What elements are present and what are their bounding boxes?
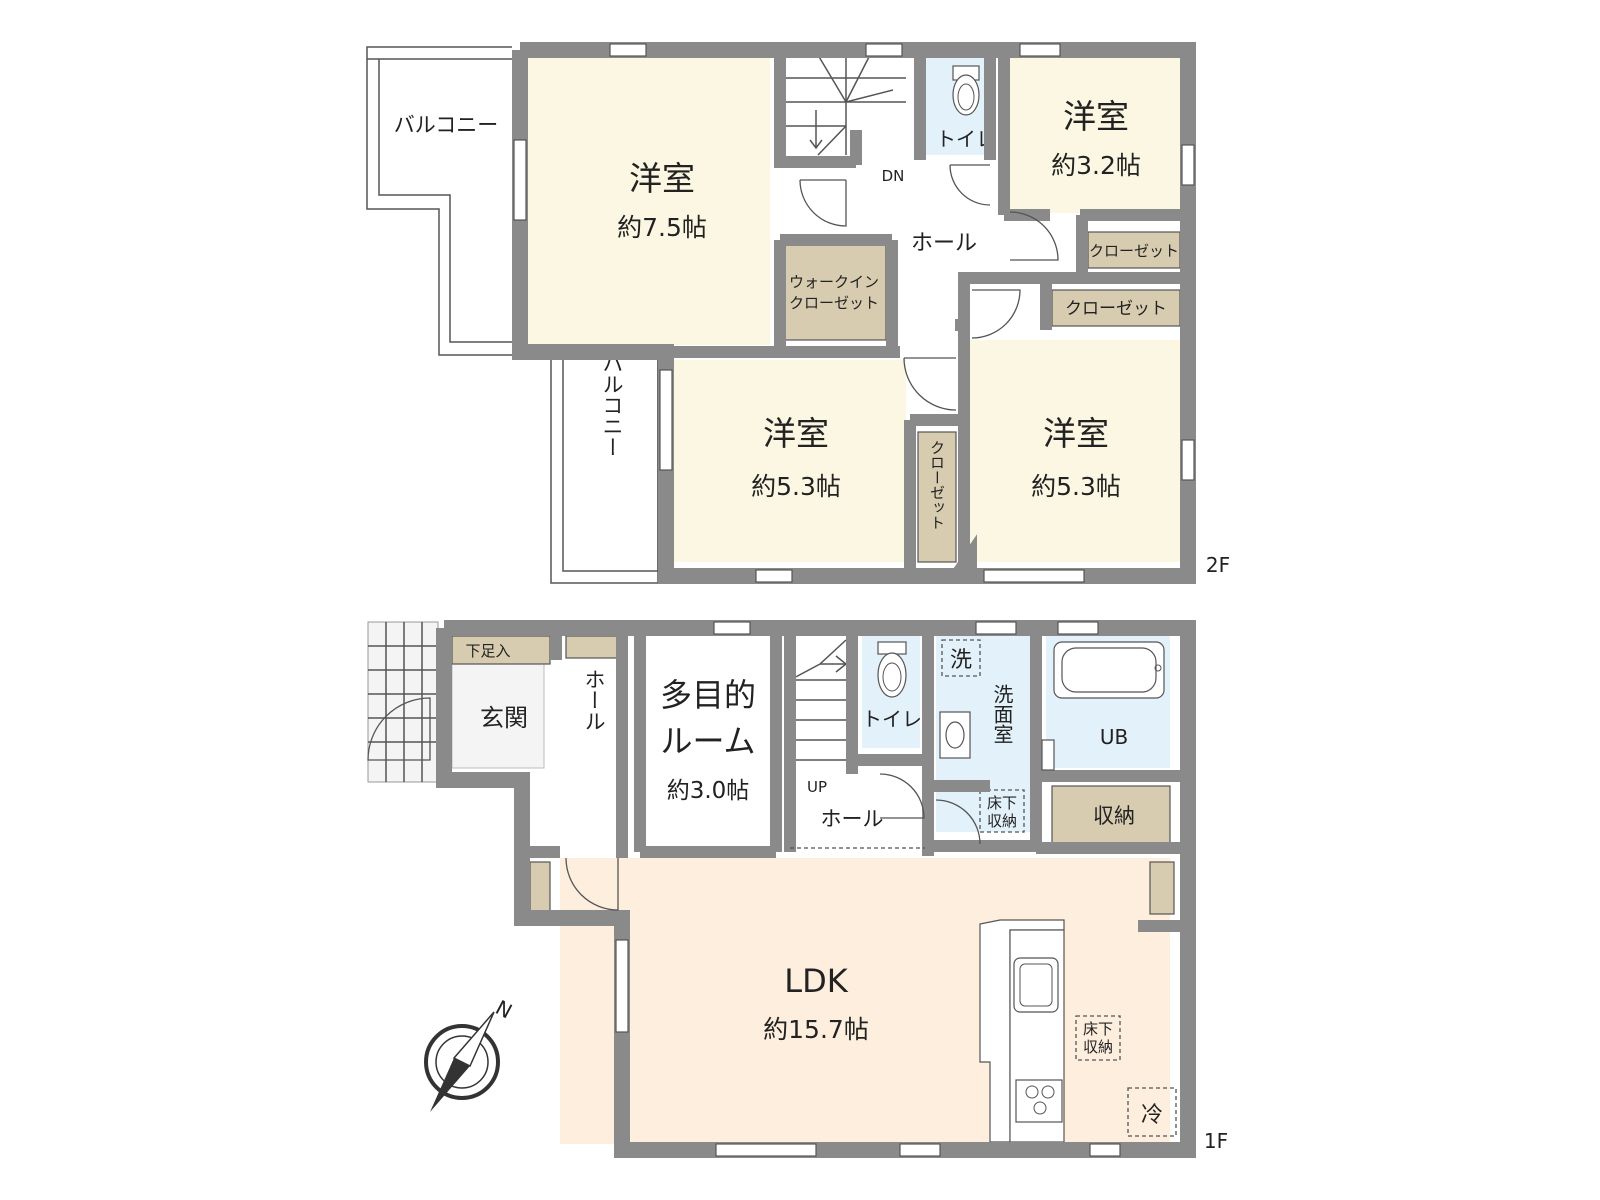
balcony-lower-label: バルコニー: [600, 353, 624, 458]
storage-label: 収納: [1093, 804, 1135, 828]
room-5-3-right-size: 約5.3帖: [1031, 472, 1121, 501]
closet-a-label: クローゼット: [1089, 242, 1179, 260]
closet-vertical: [917, 431, 957, 563]
entrance-door: [367, 697, 431, 761]
shoe-storage-label: 下足入: [465, 642, 510, 660]
room-7-5-name: 洋室: [629, 159, 695, 198]
fridge-area: [1127, 1087, 1177, 1137]
multi-room-size: 約3.0帖: [667, 778, 750, 804]
underfloor-kitchen-1: 床下: [1083, 1020, 1113, 1038]
room-7-5-size: 約7.5帖: [617, 213, 707, 242]
washing-machine-label: 洗: [950, 648, 972, 673]
floor-1f-label: 1F: [1204, 1129, 1228, 1153]
hall-1f-vertical-label: ホール: [582, 669, 606, 732]
closet-vertical-label: クローゼット: [928, 440, 946, 530]
washing-machine-area: [941, 639, 981, 677]
storage-box: [1051, 785, 1171, 849]
porch-tiles: [367, 621, 439, 783]
balcony-upper-outline: [366, 46, 512, 356]
entrance-label: 玄関: [480, 704, 528, 732]
room-3-2-size: 約3.2帖: [1051, 151, 1141, 180]
washroom-label: 洗面室: [990, 684, 1014, 744]
hall-2f-label: ホール: [911, 231, 977, 256]
kitchen-counter: [979, 919, 1065, 1143]
hall-1f-label: ホール: [821, 807, 884, 831]
stairs-2f: [786, 54, 906, 156]
ldk-fill: [560, 858, 1170, 1144]
underfloor-kitchen-2: 収納: [1083, 1038, 1113, 1056]
room-5-3-left-size: 約5.3帖: [751, 472, 841, 501]
fridge-label: 冷: [1141, 1103, 1163, 1128]
compass-north-label: N: [492, 995, 516, 1023]
toilet-2f-icon: [952, 65, 980, 116]
ldk-name: LDK: [784, 962, 848, 1000]
bathtub-icon: [1053, 641, 1165, 699]
floor-2f-label: 2F: [1206, 553, 1230, 577]
room-7-5-fill: [520, 55, 770, 345]
toilet-1f-icon: [877, 641, 907, 698]
stairs-1f: [789, 639, 848, 761]
multi-room-name-2: ルーム: [660, 722, 755, 760]
stairs-up-label: UP: [807, 778, 827, 796]
balcony-upper-label: バルコニー: [394, 113, 499, 137]
room-5-3-left-name: 洋室: [763, 414, 829, 453]
toilet-1f-label: トイレ: [862, 707, 922, 731]
sink-icon: [939, 711, 971, 759]
closet-b-label: クローゼット: [1065, 299, 1167, 319]
walk-in-closet-label-1: ウォークイン: [789, 273, 879, 291]
shoe-storage: [451, 635, 551, 665]
stairs-dn-label: DN: [882, 167, 905, 185]
bath-label: UB: [1100, 725, 1128, 749]
underfloor-wash-1: 床下: [987, 794, 1017, 812]
walk-in-closet-label-2: クローゼット: [789, 294, 879, 312]
ldk-size: 約15.7帖: [763, 1015, 869, 1044]
floor-1f: 下足入 玄関 収納 UP トイレ 洗: [367, 620, 1228, 1158]
multi-room-name-1: 多目的: [660, 676, 756, 714]
room-5-3-right-name: 洋室: [1043, 414, 1109, 453]
walk-in-closet: [781, 244, 887, 341]
floor-2f: バルコニー バルコニー ウォークイン クローゼット クローゼット クローゼット …: [366, 42, 1230, 584]
compass-icon: N: [424, 995, 516, 1112]
room-3-2-name: 洋室: [1063, 97, 1129, 136]
closet-a: [1087, 231, 1181, 269]
underfloor-wash-2: 収納: [987, 812, 1017, 830]
